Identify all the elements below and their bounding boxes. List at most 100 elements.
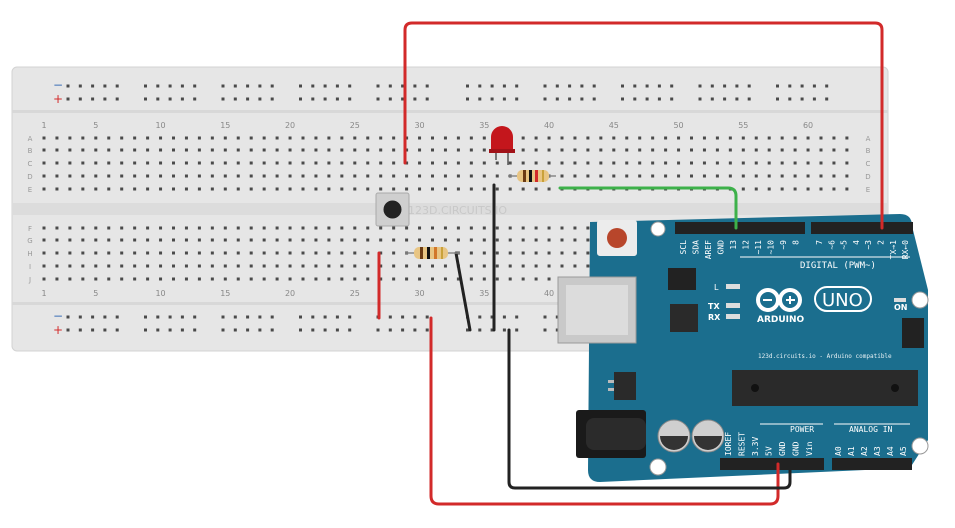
column-number: 40 bbox=[544, 121, 554, 130]
column-number: 45 bbox=[609, 121, 619, 130]
row-label: A bbox=[866, 135, 871, 143]
column-number: 50 bbox=[673, 121, 683, 130]
digital-pin-label: ~5 bbox=[840, 240, 849, 250]
row-label: I bbox=[29, 263, 31, 271]
row-label: E bbox=[28, 186, 32, 194]
rx-led-label: RX bbox=[708, 313, 721, 322]
on-label: ON bbox=[894, 303, 908, 312]
column-number: 25 bbox=[350, 121, 360, 130]
rail-plus-label-bottom: + bbox=[53, 323, 63, 337]
row-label: D bbox=[27, 173, 32, 181]
row-labels: AABBCCDDEEFFGGHHIIJJ bbox=[27, 135, 870, 284]
breadboard-watermark: 123D.CIRCUITS.IO bbox=[408, 204, 507, 217]
green-wire bbox=[558, 186, 738, 230]
column-number: 10 bbox=[155, 289, 165, 298]
led-icon bbox=[489, 126, 515, 165]
row-label: B bbox=[28, 147, 33, 155]
row-label: F bbox=[28, 225, 32, 233]
digital-pin-label: TX→1 bbox=[889, 240, 898, 259]
black-wire-3 bbox=[507, 328, 792, 490]
red-wire-top bbox=[403, 21, 884, 230]
analog-label: ANALOG IN bbox=[849, 425, 893, 434]
digital-pin-label: AREF bbox=[704, 240, 713, 259]
analog-pin-label: A4 bbox=[886, 446, 895, 456]
analog-pin-label: A5 bbox=[899, 446, 908, 456]
column-number: 20 bbox=[285, 121, 295, 130]
black-wire-1 bbox=[454, 251, 472, 332]
power-pin-label: 5V bbox=[765, 446, 774, 456]
wires bbox=[377, 21, 884, 506]
icsp-header-2[interactable] bbox=[902, 318, 924, 348]
red-wire-bottom bbox=[429, 316, 780, 506]
row-label: G bbox=[27, 237, 32, 245]
analog-pin-label: A1 bbox=[847, 446, 856, 456]
column-number: 10 bbox=[155, 121, 165, 130]
mount-hole bbox=[650, 221, 666, 237]
digital-pin-label: ~11 bbox=[754, 240, 763, 255]
column-number: 5 bbox=[93, 121, 98, 130]
digital-pin-label: 12 bbox=[742, 240, 751, 250]
row-label: H bbox=[27, 250, 32, 258]
power-pin-label: IOREF bbox=[724, 432, 733, 456]
digital-pin-label: ~9 bbox=[779, 240, 788, 250]
power-pin-label: 3.3V bbox=[751, 437, 760, 456]
column-number: 35 bbox=[479, 121, 489, 130]
digital-pin-label: SCL bbox=[679, 240, 688, 255]
regulator-icon bbox=[614, 372, 636, 400]
row-label: A bbox=[28, 135, 33, 143]
model-label: UNO bbox=[822, 290, 863, 311]
mount-hole bbox=[911, 291, 929, 309]
power-header[interactable] bbox=[720, 458, 824, 470]
push-button-icon[interactable] bbox=[375, 192, 410, 227]
digital-header-2[interactable] bbox=[811, 222, 913, 234]
resistor-icon bbox=[405, 247, 460, 259]
digital-pin-label: ~6 bbox=[827, 240, 836, 250]
l-led-label: L bbox=[714, 283, 719, 292]
chip-icon bbox=[670, 304, 698, 332]
digital-label: DIGITAL (PWM~) bbox=[800, 261, 876, 271]
mount-hole bbox=[649, 458, 667, 476]
row-label: D bbox=[865, 173, 870, 181]
capacitor-icon bbox=[657, 419, 725, 453]
digital-pin-label: SDA bbox=[692, 240, 701, 255]
column-number: 30 bbox=[414, 289, 424, 298]
digital-pin-label: 4 bbox=[852, 240, 861, 245]
column-number: 15 bbox=[220, 289, 230, 298]
column-number: 15 bbox=[220, 121, 230, 130]
column-number: 1 bbox=[41, 121, 46, 130]
usb-port-icon bbox=[557, 276, 637, 344]
reset-button[interactable] bbox=[597, 220, 637, 256]
analog-pin-labels: A0 A1 A2 A3 A4 A5 bbox=[834, 446, 908, 456]
digital-header[interactable] bbox=[675, 222, 805, 234]
power-pin-label: Vin bbox=[805, 441, 814, 456]
power-pin-label: GND bbox=[792, 441, 801, 456]
resistor-icon bbox=[508, 170, 556, 182]
digital-pin-label: RX←0 bbox=[901, 240, 910, 259]
digital-pin-label: 2 bbox=[877, 240, 886, 245]
column-number: 20 bbox=[285, 289, 295, 298]
rail-minus-label-bottom: − bbox=[53, 309, 63, 323]
row-label: E bbox=[866, 186, 870, 194]
column-number: 5 bbox=[93, 289, 98, 298]
rail-plus-label: + bbox=[53, 92, 63, 106]
column-number: 25 bbox=[350, 289, 360, 298]
column-number: 1 bbox=[41, 289, 46, 298]
analog-pin-label: A2 bbox=[860, 446, 869, 456]
analog-header[interactable] bbox=[832, 458, 912, 470]
column-number: 35 bbox=[479, 289, 489, 298]
digital-pin-label: ~10 bbox=[767, 240, 776, 255]
row-label: C bbox=[28, 160, 33, 168]
mount-hole bbox=[911, 437, 929, 455]
row-label: B bbox=[866, 147, 871, 155]
digital-pin-label: 8 bbox=[792, 240, 801, 245]
analog-pin-label: A0 bbox=[834, 446, 843, 456]
power-label: POWER bbox=[790, 425, 814, 434]
row-label: C bbox=[866, 160, 871, 168]
power-jack-icon bbox=[576, 410, 646, 458]
analog-pin-label: A3 bbox=[873, 446, 882, 456]
icsp-header[interactable] bbox=[668, 268, 696, 290]
column-number: 60 bbox=[803, 121, 813, 130]
